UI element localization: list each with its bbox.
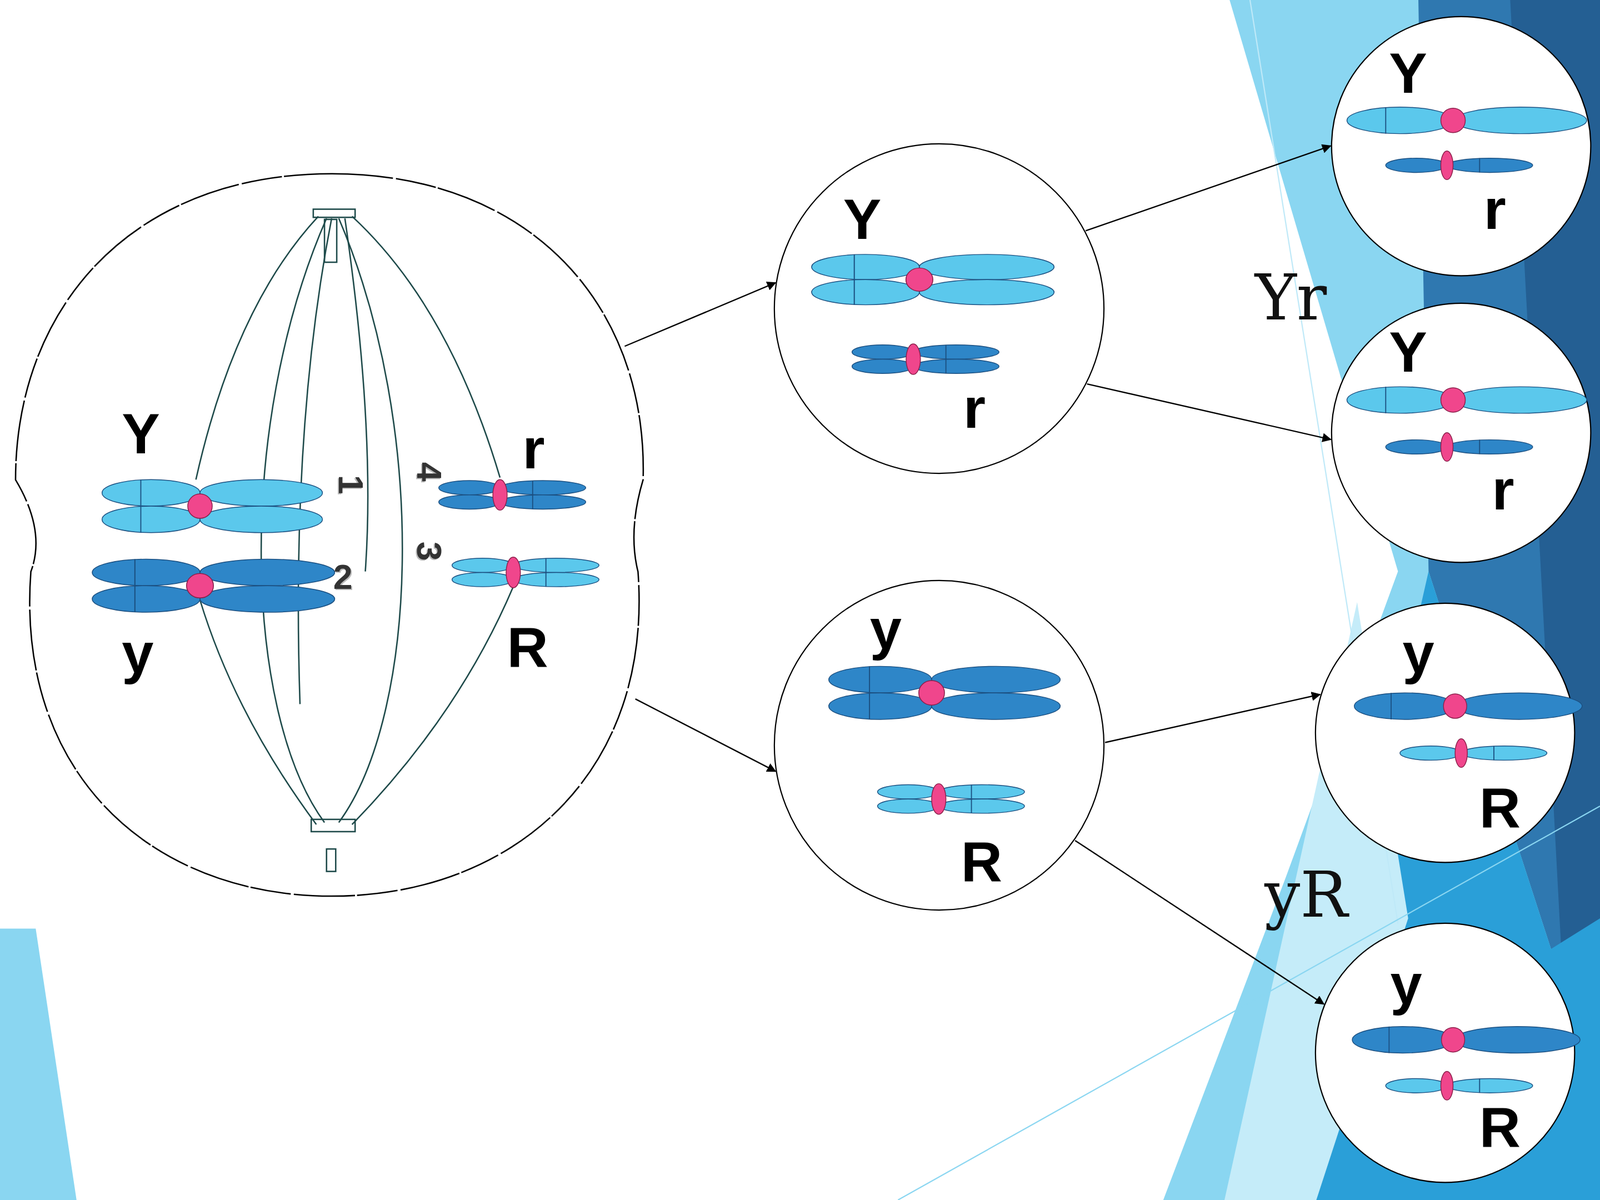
- chromosome-monad: [1385, 151, 1533, 180]
- cell-circle: yR: [1314, 922, 1576, 1184]
- allele-letter: R: [1479, 1098, 1521, 1157]
- chromosome-dyad: [877, 783, 1025, 815]
- allele-letter: r: [963, 379, 986, 437]
- spindle-pole: [311, 819, 355, 832]
- cell-membrane: [1331, 16, 1592, 276]
- cell-membrane: [1315, 603, 1575, 863]
- chromosomes: [92, 107, 1587, 1100]
- cell-membrane: [774, 143, 1104, 474]
- callout-number: 4: [412, 461, 447, 482]
- callout-number: 1: [333, 475, 369, 495]
- chromosome-monad: [1346, 386, 1587, 414]
- cell-outline: [773, 142, 1105, 475]
- division-arrow: [1087, 383, 1332, 440]
- allele-letter: Y: [121, 405, 160, 463]
- spindle-fiber: [298, 218, 332, 704]
- chromosome-monad: [1354, 692, 1583, 720]
- allele-letter: Y: [1388, 45, 1428, 103]
- allele-letter: r: [522, 420, 545, 478]
- cell-circle: Yr: [773, 142, 1105, 475]
- allele-letter: y: [870, 601, 902, 659]
- chromosome-monad: [1385, 432, 1533, 462]
- allele-letter: r: [1491, 461, 1514, 519]
- dividing-cell: Yy rR: [15, 171, 645, 899]
- spindle-pole: [324, 219, 337, 263]
- cell-circle: yR: [1314, 602, 1576, 864]
- chromosome-dyad: [452, 557, 599, 588]
- cell-circle: Yr: [1330, 15, 1592, 277]
- spindle-fiber: [261, 218, 327, 823]
- cell-membrane: [1315, 923, 1575, 1183]
- theme-band: [1163, 0, 1600, 1200]
- allele-letter: y: [121, 624, 154, 682]
- chromosome-monad: [1346, 107, 1587, 134]
- chromosome-dyad: [92, 559, 335, 613]
- gamete-genotype: Yr: [1255, 266, 1328, 330]
- allele-letter: R: [1479, 779, 1521, 837]
- chromosome-dyad: [811, 254, 1054, 305]
- cell-outline: [1314, 602, 1576, 864]
- allele-letter: R: [961, 833, 1003, 892]
- chromosome-monad: [1385, 1071, 1533, 1100]
- callout-number: 3: [412, 541, 447, 561]
- cell-outline: [773, 579, 1105, 912]
- allele-letter: y: [1390, 956, 1422, 1014]
- cell-circle: Yr: [1330, 302, 1592, 564]
- chromosome-dyad: [852, 343, 999, 375]
- chromosome-dyad: [828, 666, 1061, 720]
- cell-membrane: [774, 580, 1104, 910]
- allele-letter: Y: [843, 190, 882, 248]
- cell-outline: [1330, 302, 1592, 564]
- callout-number: 2: [333, 559, 353, 594]
- spindle-fiber: [200, 600, 317, 825]
- chromosome-monad: [1352, 1026, 1580, 1054]
- gamete-genotype: yR: [1264, 863, 1348, 927]
- spindle-pole: [326, 848, 337, 872]
- cell-outline: [15, 171, 645, 899]
- division-arrow: [1085, 146, 1331, 232]
- division-arrow: [635, 698, 776, 772]
- allele-letter: R: [506, 619, 548, 677]
- chromosome-monad: [1400, 738, 1547, 768]
- theme-band: [0, 928, 77, 1200]
- division-arrow: [624, 282, 775, 347]
- cell-outline: [1314, 922, 1576, 1184]
- division-arrow: [1075, 840, 1324, 1005]
- cell-membrane: [1331, 303, 1592, 563]
- spindle-fiber: [352, 586, 514, 825]
- chromosome-dyad: [438, 479, 586, 510]
- allele-letter: Y: [1388, 323, 1428, 381]
- cell-outline: [1330, 15, 1592, 277]
- spindle-fiber: [345, 218, 368, 572]
- division-arrow: [1105, 694, 1320, 743]
- cell-membrane: [15, 173, 644, 896]
- allele-letter: y: [1402, 624, 1434, 682]
- spindle-fiber: [196, 216, 319, 480]
- spindle-pole: [313, 209, 355, 218]
- spindle-fiber: [352, 216, 500, 478]
- chromosome-dyad: [102, 479, 323, 533]
- spindle-fiber: [338, 218, 403, 823]
- allele-letter: r: [1483, 180, 1507, 238]
- cell-circle: yR: [773, 579, 1105, 912]
- spindle: [196, 209, 514, 872]
